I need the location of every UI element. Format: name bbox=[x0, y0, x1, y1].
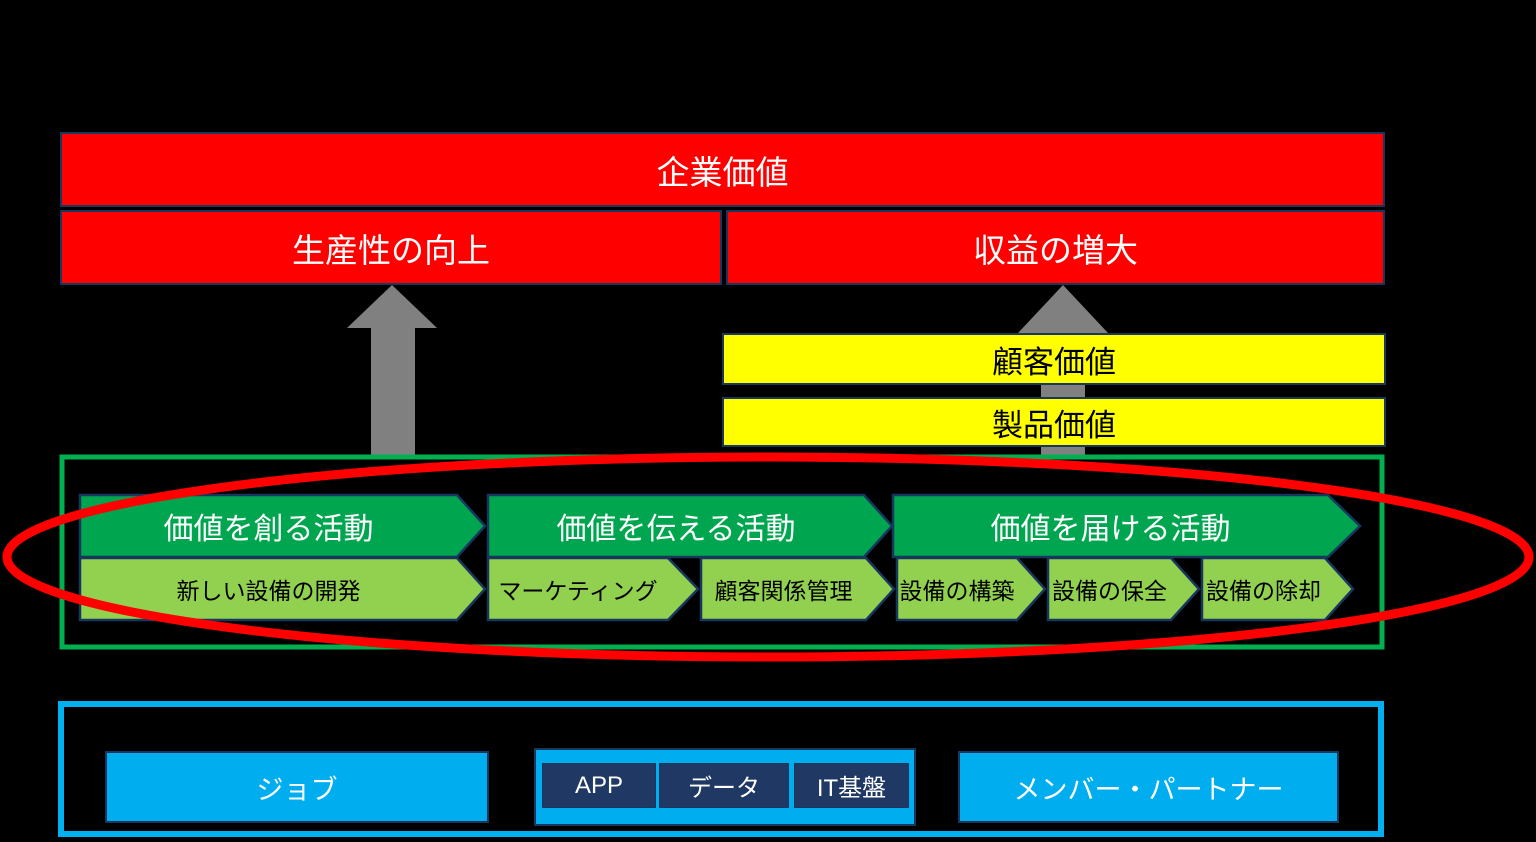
customer-value-label: 顧客価値 bbox=[992, 344, 1116, 380]
it-stack-infra-label: IT基盤 bbox=[816, 775, 887, 802]
it-stack-app-label: APP bbox=[574, 771, 624, 799]
corporate-value-label: 企業価値 bbox=[656, 153, 789, 191]
customer-value-bar: 顧客価値 bbox=[722, 333, 1386, 385]
marketing-label: マーケティング bbox=[498, 578, 658, 604]
equipment-build-label: 設備の構築 bbox=[899, 578, 1015, 604]
foundation-box bbox=[58, 701, 1384, 837]
convey-value-label: 価値を伝える活動 bbox=[556, 513, 796, 546]
job-label: ジョブ bbox=[256, 774, 338, 805]
product-value-bar: 製品価値 bbox=[722, 397, 1386, 447]
new-equipment-label: 新しい設備の開発 bbox=[176, 578, 361, 604]
corporate-value-bar: 企業価値 bbox=[60, 132, 1385, 207]
revenue-growth-bar: 収益の増大 bbox=[726, 210, 1385, 285]
revenue-growth-label: 収益の増大 bbox=[973, 231, 1138, 269]
members-partners-box: メンバー・パートナー bbox=[958, 751, 1339, 823]
highlight-ellipse bbox=[2, 452, 1534, 662]
job-box: ジョブ bbox=[105, 751, 489, 823]
crm-label: 顧客関係管理 bbox=[714, 578, 853, 604]
productivity-label: 生産性の向上 bbox=[292, 231, 490, 269]
up-arrow-left-icon bbox=[347, 285, 437, 455]
it-stack-data-box: データ bbox=[659, 763, 789, 808]
deliver-value-label: 価値を届ける活動 bbox=[990, 513, 1231, 546]
equipment-maintain-label: 設備の保全 bbox=[1052, 578, 1167, 604]
it-stack-infra-box: IT基盤 bbox=[794, 763, 909, 808]
create-value-label: 価値を創る活動 bbox=[163, 513, 374, 546]
members-partners-label: メンバー・パートナー bbox=[1013, 774, 1284, 805]
it-stack-app-box: APP bbox=[542, 763, 656, 808]
product-value-label: 製品価値 bbox=[992, 407, 1116, 443]
equipment-retire-label: 設備の除却 bbox=[1206, 578, 1321, 604]
productivity-bar: 生産性の向上 bbox=[60, 210, 722, 285]
it-stack-data-label: データ bbox=[688, 775, 760, 802]
